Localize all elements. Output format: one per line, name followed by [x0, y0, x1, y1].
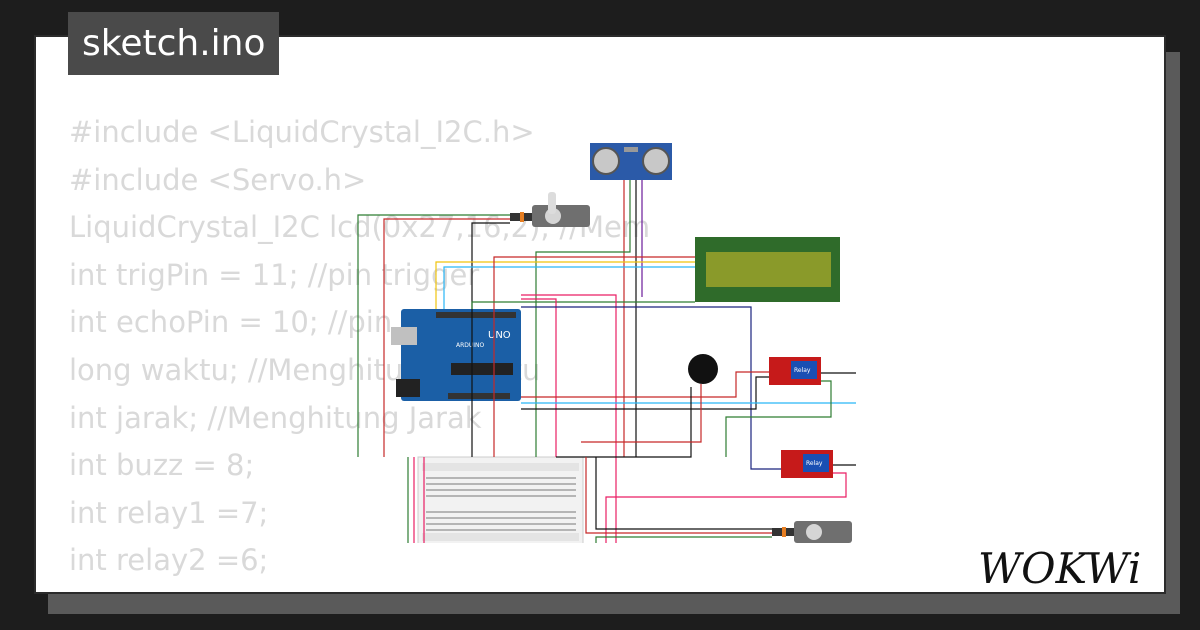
breadboard: [417, 456, 584, 543]
code-line: #include <LiquidCrystal_I2C.h>: [69, 115, 535, 149]
svg-text:Relay: Relay: [794, 367, 811, 374]
svg-text:Relay: Relay: [806, 460, 823, 467]
project-card: #include <LiquidCrystal_I2C.h> #include …: [34, 35, 1166, 594]
relay-module-1: Relay: [769, 357, 821, 385]
arduino-label: UNO: [488, 330, 511, 341]
relay-module-2: Relay: [781, 450, 833, 478]
code-line: int relay2 =6;: [69, 543, 269, 578]
lcd-display: [695, 237, 840, 302]
ultrasonic-sensor: [590, 143, 672, 180]
buzzer: [688, 354, 718, 384]
code-line: int relay1 =7;: [69, 495, 269, 530]
sketch-title: sketch.ino: [68, 12, 280, 75]
arduino-board: UNO ARDUINO: [391, 309, 521, 401]
wires: [357, 180, 856, 543]
servo-motor: [510, 192, 590, 227]
svg-text:WOKWi: WOKWi: [978, 544, 1141, 593]
code-line: int buzz = 8;: [69, 448, 255, 483]
circuit-diagram: UNO ARDUINO Relay Relay: [357, 143, 856, 543]
code-line: #include <Servo.h>: [69, 162, 367, 197]
servo-motor: [772, 521, 852, 543]
code-line: int trigPin = 11; //pin trigger: [69, 257, 480, 292]
code-line: int jarak; //Menghitung Jarak: [69, 400, 482, 435]
wokwi-logo: WOKWi: [978, 544, 1141, 593]
code-preview: #include <LiquidCrystal_I2C.h> #include …: [69, 109, 650, 585]
arduino-brand: ARDUINO: [456, 342, 485, 349]
